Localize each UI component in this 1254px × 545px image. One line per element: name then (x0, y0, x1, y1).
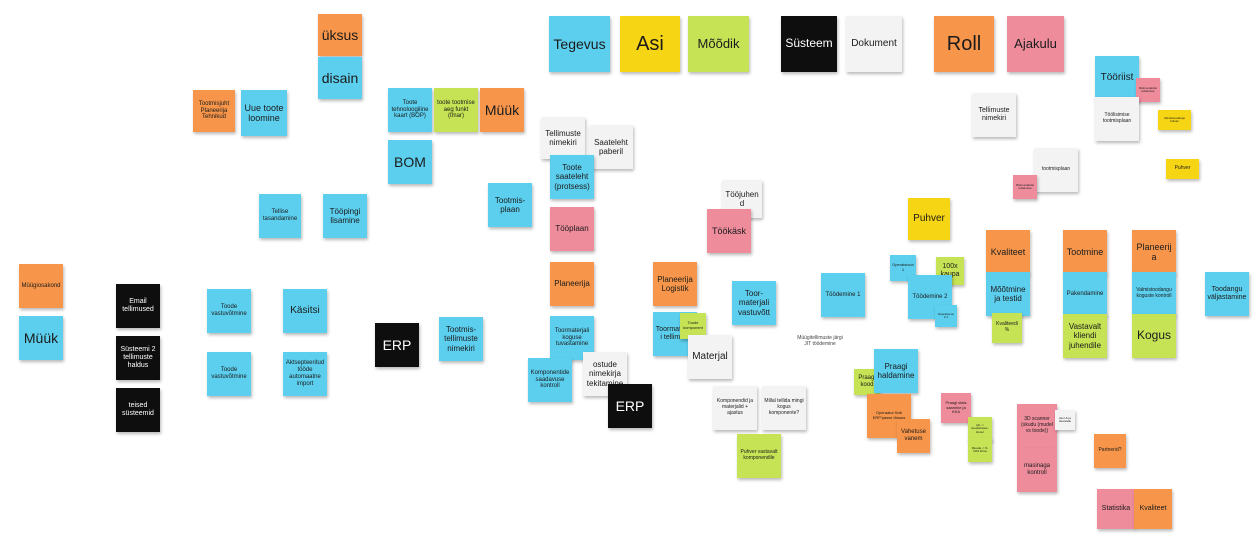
note-planeerija-mid[interactable]: Planeerija (550, 262, 594, 306)
note-operatsioon2[interactable]: Operatsioon 2.1 (935, 305, 957, 327)
note-puhver-mid[interactable]: Puhver (908, 198, 950, 240)
note-tootmistellimuste-nimekiri[interactable]: Tootmis-tellimuste nimekiri (439, 317, 483, 361)
note-erp-bottom[interactable]: ERP (608, 384, 652, 428)
note-muugitellimuste-jargi: Müügitellimuste järgi JIT töödemine (797, 335, 843, 347)
legend-ajakulu[interactable]: Ajakulu (1007, 16, 1064, 72)
note-planeerija-logistik[interactable]: Planeerija Logistik (653, 262, 697, 306)
note-toode-komponent[interactable]: Toode komponent (680, 313, 706, 339)
note-masinaga-kontroll[interactable]: masinaga kontroll (1017, 448, 1057, 492)
note-tookask[interactable]: Töökäsk (707, 209, 751, 253)
note-muuk-top[interactable]: Müük (480, 88, 524, 132)
note-muuda-kiirus[interactable]: Muuda -> 5-10% kiirus (968, 438, 992, 462)
note-kvaliteet-bottom[interactable]: Kvaliteet (1134, 489, 1172, 529)
note-teised-susteemid[interactable]: teised süsteemid (116, 388, 160, 432)
note-tootmine-col[interactable]: Tootmine (1063, 230, 1107, 274)
note-tph-muudatuse[interactable]: tph -> muudatused - Excel (968, 417, 992, 441)
note-toode-vastuvotmine1[interactable]: Toode vastuvõtmine (207, 289, 251, 333)
note-moomine[interactable]: Mõõtmine ja testid (986, 272, 1030, 316)
note-muuk-left[interactable]: Müük (19, 316, 63, 360)
note-toode-vastuvotmine2[interactable]: Toode vastuvõtmine (207, 352, 251, 396)
note-toodemine1[interactable]: Töödemine 1 (821, 273, 865, 317)
note-tootmisplaan-mid[interactable]: Tootmis-plaan (488, 183, 532, 227)
note-kogus[interactable]: Kogus (1132, 314, 1176, 358)
note-tootmisjuht[interactable]: Tootmisjuht Planeerija Tehnikud (193, 90, 235, 132)
note-toodangu-valjastamine[interactable]: Toodangu väljastamine (1205, 272, 1249, 316)
note-valmistoodangu[interactable]: Valmistoodangu koguste kontroll (1132, 272, 1176, 316)
note-partnerid[interactable]: Partnerid? (1094, 434, 1126, 468)
note-toote-saateleht[interactable]: Toote saateleht (protsess) (550, 155, 594, 199)
note-3d-scanner[interactable]: 3D scanner (skudu (mudel vs toode)) (1017, 404, 1057, 448)
note-vastavalt-kliendi[interactable]: Vastavalt kliendi juhendile (1063, 314, 1107, 358)
legend-susteem[interactable]: Süsteem (781, 16, 837, 72)
note-tooplaan[interactable]: Tööplaan (550, 207, 594, 251)
note-praagi-stats[interactable]: Praagi stats saamine ja KKA (941, 393, 971, 423)
legend-moodik[interactable]: Mõõdik (688, 16, 749, 72)
legend-dokument[interactable]: Dokument (846, 16, 902, 72)
note-komponentide-saadavuse[interactable]: Komponentide saadavuse kontroll (528, 358, 572, 402)
note-riski-analyys-top[interactable]: Riski analüüs tehtamine (1136, 78, 1160, 102)
note-tellimuste-nimekiri-top[interactable]: Tellimuste nimekiri (541, 117, 585, 159)
legend-tegevus[interactable]: Tegevus (549, 16, 610, 72)
note-puhver-vastavalt[interactable]: Puhver vastavalt komponendile (737, 434, 781, 478)
note-susteemi2[interactable]: Süsteemi 2 tellimuste haldus (116, 336, 160, 380)
note-toote-tootmise-aeg[interactable]: toote tootmise aeg funkt (tmar) (434, 88, 478, 132)
note-toormaterjali-vastuvott[interactable]: Toor-materjali vastuvõtt (732, 281, 776, 325)
note-muugiosakond[interactable]: Müügiosakond (19, 264, 63, 308)
note-email-tellimused[interactable]: Email tellimused (116, 284, 160, 328)
note-kasitsi[interactable]: Käsitsi (283, 289, 327, 333)
note-tooriist[interactable]: Tööriist (1095, 56, 1139, 100)
note-statistika[interactable]: Statistika (1097, 489, 1135, 529)
legend-asi[interactable]: Asi (620, 16, 680, 72)
note-uue-toote[interactable]: Uue toote loomine (241, 90, 287, 136)
note-toolisimise-tootmisplaan[interactable]: Töölisimise tootmisplaan (1095, 97, 1139, 141)
note-tootmisplaan-right[interactable]: tootmisplaan (1034, 148, 1078, 192)
note-komponendid-ajastus[interactable]: Komponendid ja materjalid + ajastus (713, 386, 757, 430)
note-tellise-tasandamine[interactable]: Tellise tasandamine (259, 194, 301, 238)
note-puhver-right[interactable]: Puhver (1166, 159, 1199, 179)
note-tellimuste-nimekiri-right[interactable]: Tellimuste nimekiri (972, 93, 1016, 137)
note-millal-tellida[interactable]: Millal tellida mingi kogus komponente? (762, 386, 806, 430)
note-kvaliteedi-pct[interactable]: Kvaliteedi % (992, 313, 1022, 343)
note-skoor[interactable]: skor & ja ülevaade (1055, 410, 1075, 430)
note-planeerija-col[interactable]: Planeerija (1132, 230, 1176, 274)
note-bom[interactable]: BOM (388, 140, 432, 184)
note-erp-mid[interactable]: ERP (375, 323, 419, 367)
note-pakendamine[interactable]: Pakendamine (1063, 272, 1107, 316)
note-saateleht-paberil[interactable]: Saateleht paberil (589, 125, 633, 169)
note-materjal[interactable]: Materjal (688, 335, 732, 379)
note-vahetuse-vanem[interactable]: Vahetuse vanem (897, 419, 930, 453)
note-ostude-nimekirja[interactable]: ostude nimekirja tekitamine (583, 352, 627, 396)
legend-roll[interactable]: Roll (934, 16, 994, 72)
note-valmistoodangu-hulvan[interactable]: Valmistoodangu hulvan (1158, 110, 1191, 130)
note-toopingi-lisamine[interactable]: Tööpingi lisamine (323, 194, 367, 238)
note-riski-analyys-mid[interactable]: Riski analüüs tehtamine (1013, 175, 1037, 199)
note-kvaliteet-col[interactable]: Kvaliteet (986, 230, 1030, 274)
note-disain[interactable]: disain (318, 57, 362, 99)
note-praagi-haldamine[interactable]: Praagi haldamine (874, 349, 918, 393)
note-uksus[interactable]: üksus (318, 14, 362, 56)
note-toote-tehnoloogiline[interactable]: Toote tehnoloogiline kaart (BOP) (388, 88, 432, 132)
note-automaatne-import[interactable]: Aktsepteeritud tööde automaatne import (283, 352, 327, 396)
